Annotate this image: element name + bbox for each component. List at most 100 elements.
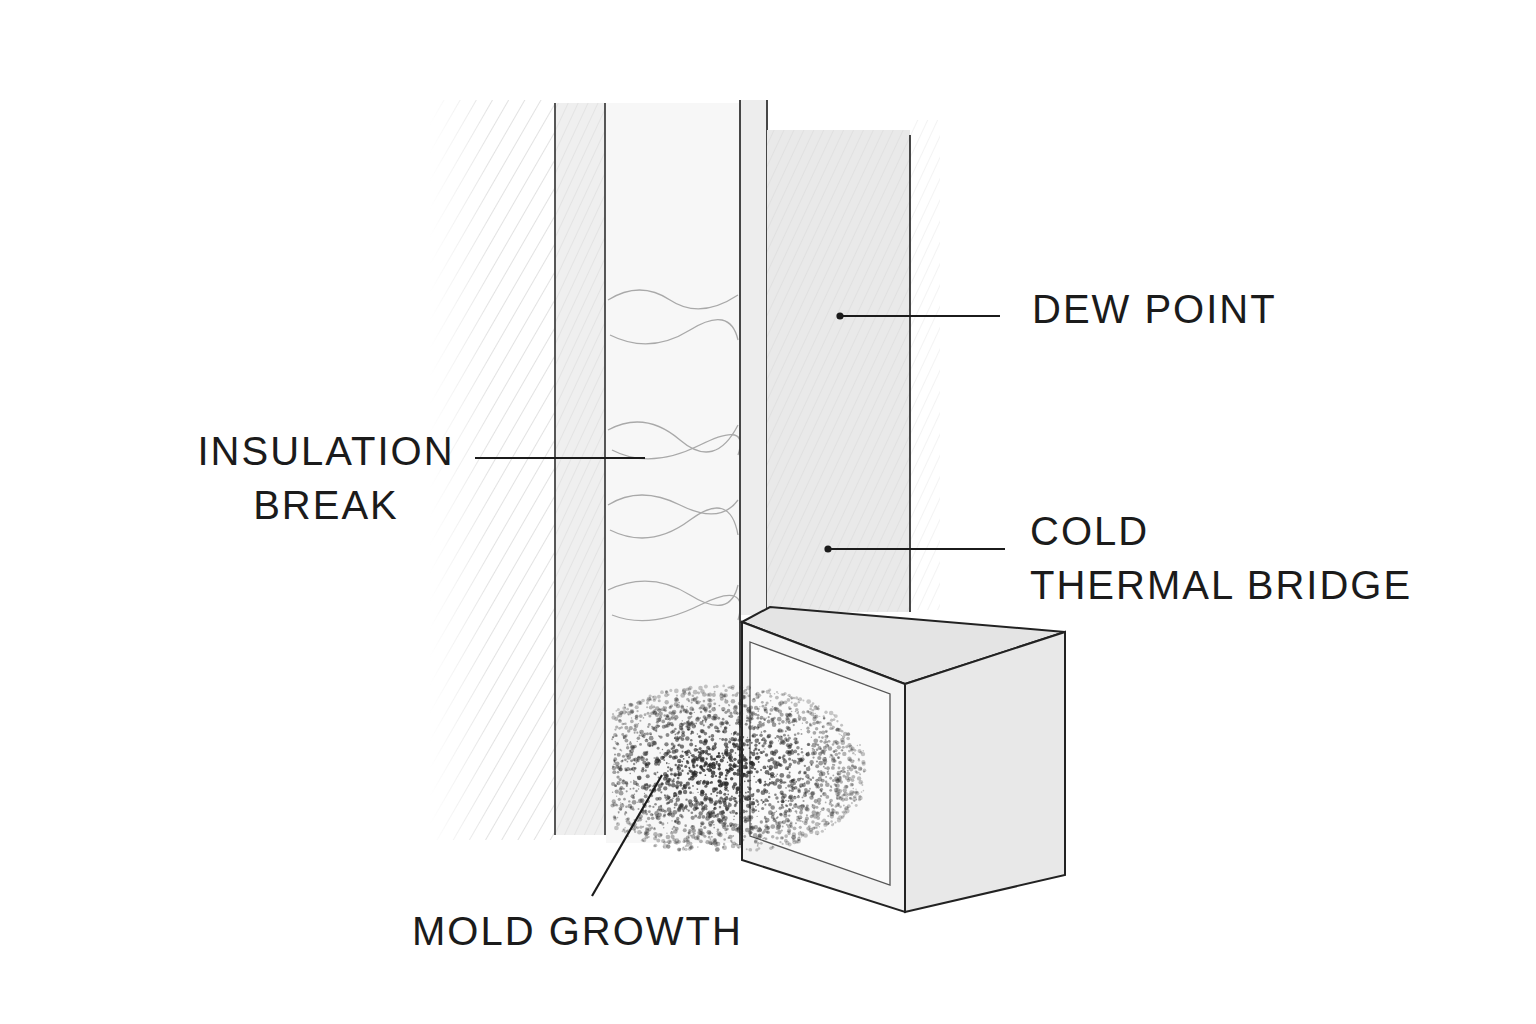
mold-speck (805, 794, 806, 795)
mold-speck (719, 738, 721, 740)
mold-speck (749, 826, 753, 830)
mold-speck (773, 781, 778, 786)
mold-speck (688, 692, 692, 696)
mold-speck (705, 840, 709, 844)
mold-speck (700, 825, 702, 827)
mold-speck (627, 729, 630, 732)
mold-speck (748, 725, 753, 730)
mold-speck (624, 704, 625, 705)
mold-speck (802, 805, 804, 807)
mold-speck (798, 840, 800, 842)
mold-speck (766, 830, 770, 834)
mold-speck (616, 822, 620, 826)
mold-speck (675, 734, 677, 736)
mold-speck (825, 750, 827, 752)
mold-speck (696, 808, 697, 809)
mold-speck (784, 692, 787, 695)
mold-speck (718, 752, 720, 754)
mold-speck (816, 816, 820, 820)
mold-speck (700, 729, 704, 733)
mold-speck (711, 820, 714, 823)
mold-speck (677, 773, 680, 776)
mold-speck (697, 733, 698, 734)
mold-speck (836, 798, 838, 800)
mold-speck (688, 786, 691, 789)
mold-speck (726, 828, 729, 831)
mold-speck (725, 774, 728, 777)
mold-speck (699, 707, 702, 710)
mold-speck (781, 800, 784, 803)
mold-speck (630, 806, 634, 810)
mold-speck (624, 758, 627, 761)
mold-speck (774, 737, 776, 739)
mold-speck (635, 790, 637, 792)
mold-speck (799, 820, 800, 821)
mold-speck (664, 693, 668, 697)
mold-speck (612, 766, 614, 768)
mold-speck (716, 756, 718, 758)
mold-speck (637, 736, 641, 740)
mold-speck (646, 706, 648, 708)
mold-speck (853, 788, 855, 790)
mold-speck (659, 708, 661, 710)
mold-speck (738, 720, 742, 724)
mold-speck (700, 790, 704, 794)
mold-speck (713, 699, 715, 701)
mold-speck (690, 752, 692, 754)
mold-speck (644, 783, 646, 785)
mold-speck (671, 835, 675, 839)
mold-speck (851, 775, 855, 779)
mold-speck (798, 757, 802, 761)
mold-speck (835, 783, 839, 787)
mold-speck (706, 782, 709, 785)
mold-speck (789, 780, 793, 784)
mold-speck (766, 717, 767, 718)
mold-speck (718, 785, 720, 787)
mold-speck (685, 710, 688, 713)
mold-speck (702, 741, 707, 746)
mold-speck (772, 760, 777, 765)
mold-speck (795, 810, 797, 812)
mold-speck (700, 831, 705, 836)
mold-speck (758, 743, 760, 745)
mold-speck (679, 726, 683, 730)
mold-speck (656, 839, 660, 843)
mold-speck (735, 752, 737, 754)
mold-speck (617, 817, 619, 819)
mold-speck (788, 721, 791, 724)
outer-panel-shading (555, 103, 605, 835)
mold-speck (820, 795, 822, 797)
mold-speck (665, 752, 668, 755)
mold-speck (689, 791, 692, 794)
mold-speck (683, 755, 685, 757)
mold-speck (749, 711, 751, 713)
mold-speck (699, 747, 702, 750)
mold-speck (744, 704, 747, 707)
mold-speck (791, 702, 793, 704)
mold-speck (714, 742, 717, 745)
mold-speck (695, 807, 698, 810)
mold-speck (771, 835, 775, 839)
mold-speck (733, 772, 737, 776)
mold-speck (684, 848, 687, 851)
mold-speck (802, 710, 805, 713)
mold-speck (733, 819, 734, 820)
mold-speck (738, 767, 740, 769)
mold-speck (824, 711, 827, 714)
mold-speck (652, 705, 655, 708)
mold-speck (732, 835, 734, 837)
mold-speck (647, 712, 650, 715)
mold-speck (629, 773, 631, 775)
mold-speck (764, 816, 766, 818)
mold-speck (783, 754, 786, 757)
mold-speck (731, 699, 736, 704)
mold-speck (812, 750, 813, 751)
mold-speck (654, 803, 657, 806)
mold-speck (828, 740, 831, 743)
mold-speck (727, 773, 729, 775)
mold-speck (691, 758, 695, 762)
mold-speck (755, 739, 760, 744)
mold-speck (696, 788, 698, 790)
mold-speck (806, 804, 809, 807)
